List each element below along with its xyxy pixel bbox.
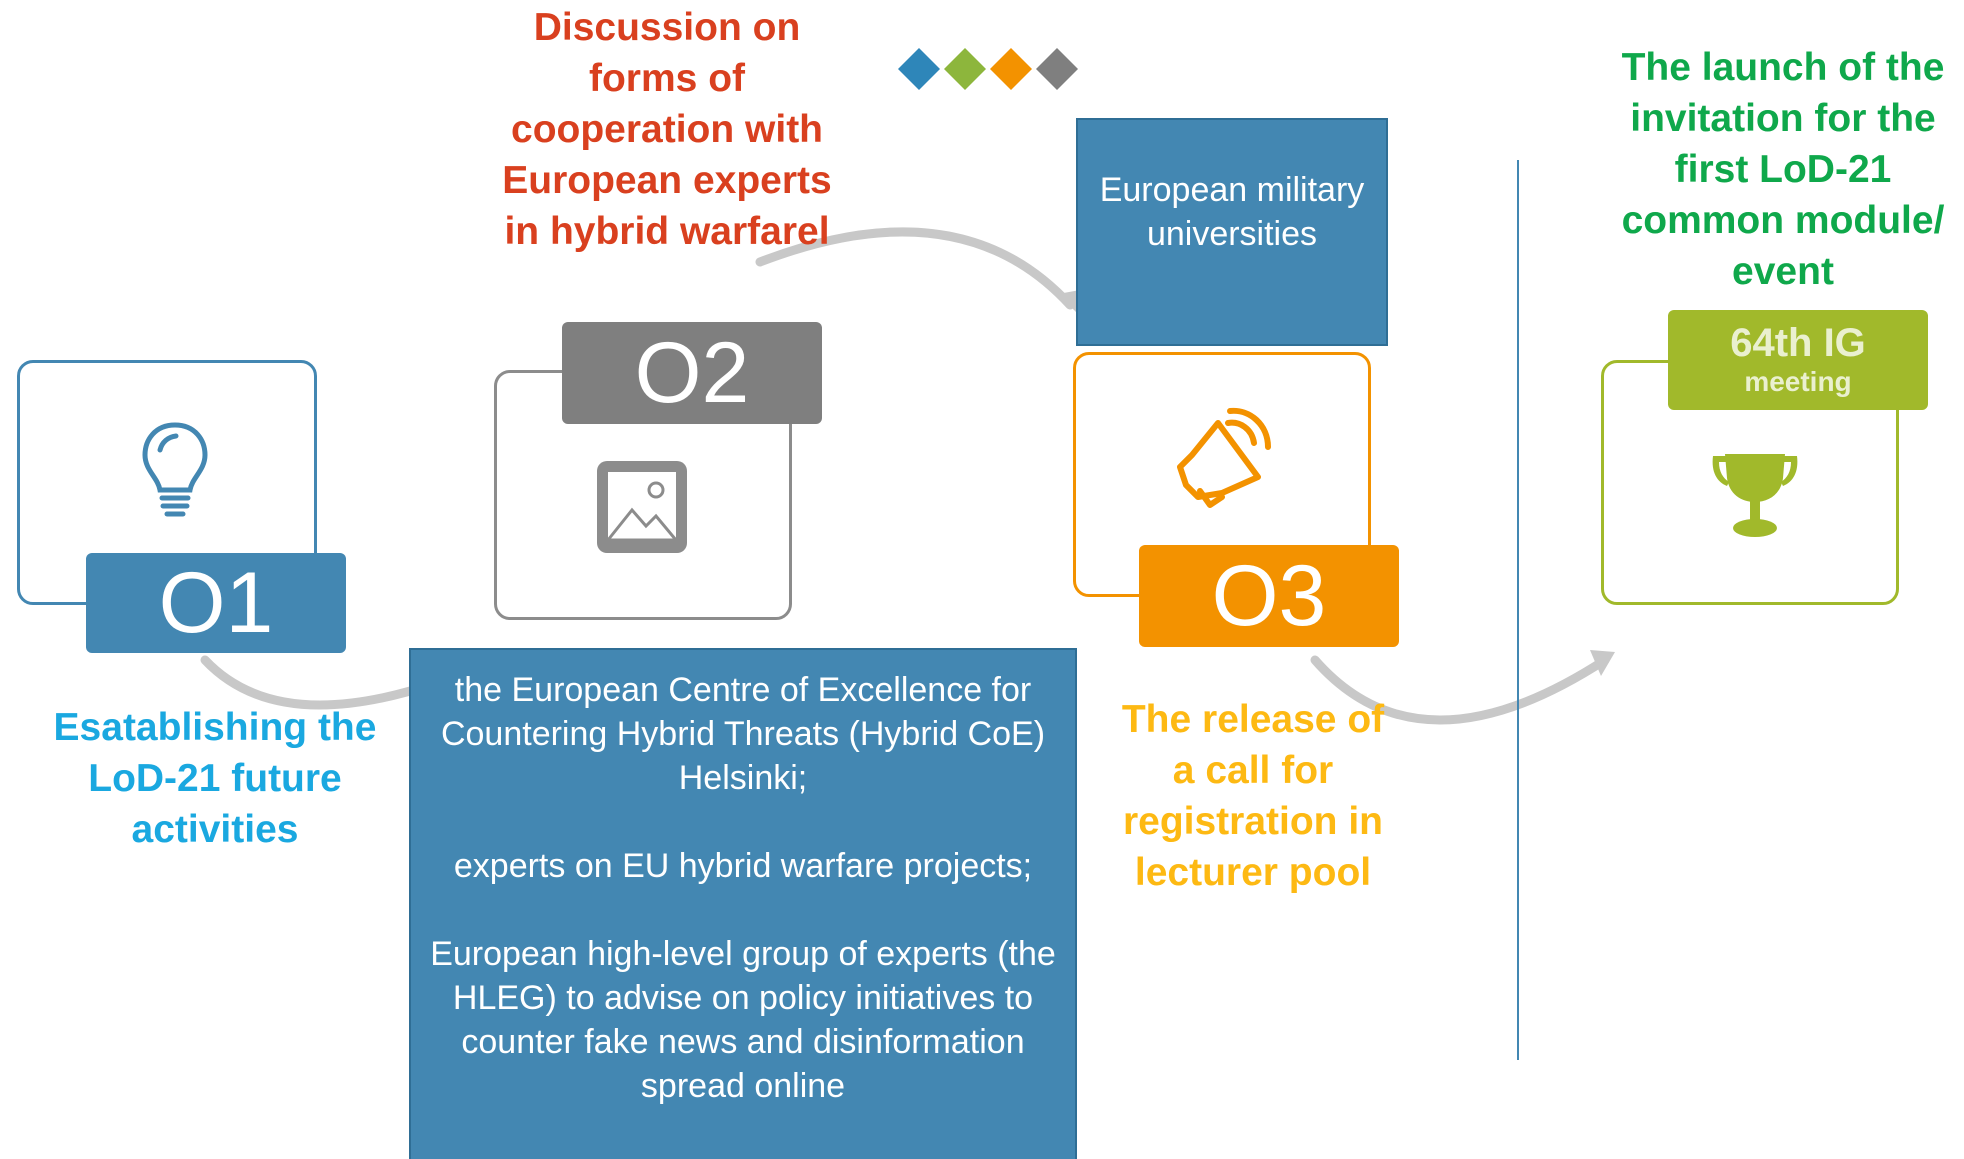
o2-tag: O2 [562, 322, 822, 424]
final-tag-line2: meeting [1744, 366, 1852, 397]
arrow-o2-to-o3 [755, 227, 1075, 310]
o2-info-item-3: European high-level group of experts (th… [430, 935, 1056, 1105]
trophy-icon [1712, 454, 1798, 537]
arrow-head-2 [1058, 290, 1080, 313]
o2-caption: Discussion on forms of cooperation with … [502, 6, 832, 253]
arrow-head-3 [1590, 650, 1615, 676]
o2-info-item-1: the European Centre of Excellence for Co… [440, 671, 1046, 797]
arrow-o3-to-final [1310, 655, 1610, 725]
decor-diamond [1036, 48, 1078, 90]
o1-tag: O1 [86, 553, 346, 653]
o2-info-item-2: experts on EU hybrid warfare projects; [453, 847, 1033, 885]
o1-tag-label: O1 [158, 555, 274, 651]
final-caption: The launch of the invitation for the fir… [1621, 46, 1945, 293]
decor-diamond [898, 48, 940, 90]
o3-info-text: European military universities [1099, 171, 1365, 253]
o3-tag-label: O3 [1211, 548, 1327, 644]
o1-caption: Esatablishing the LoD-21 future activiti… [53, 706, 377, 851]
final-tag: 64th IG meeting [1668, 310, 1928, 410]
o3-caption: The release of a call for registration i… [1121, 698, 1385, 894]
decorative-diamonds [898, 48, 1078, 90]
o3-tag: O3 [1139, 545, 1399, 647]
o2-info-box: the European Centre of Excellence for Co… [409, 648, 1077, 1159]
megaphone-icon [1177, 407, 1271, 508]
final-tag-line1: 64th IG [1730, 321, 1866, 365]
image-icon [597, 461, 687, 553]
o2-tag-label: O2 [634, 325, 750, 421]
decor-diamond [944, 48, 986, 90]
decor-diamond [990, 48, 1032, 90]
lightbulb-icon [142, 422, 208, 517]
divider-line [1517, 160, 1519, 1060]
o3-info-box: European military universities [1076, 118, 1388, 346]
